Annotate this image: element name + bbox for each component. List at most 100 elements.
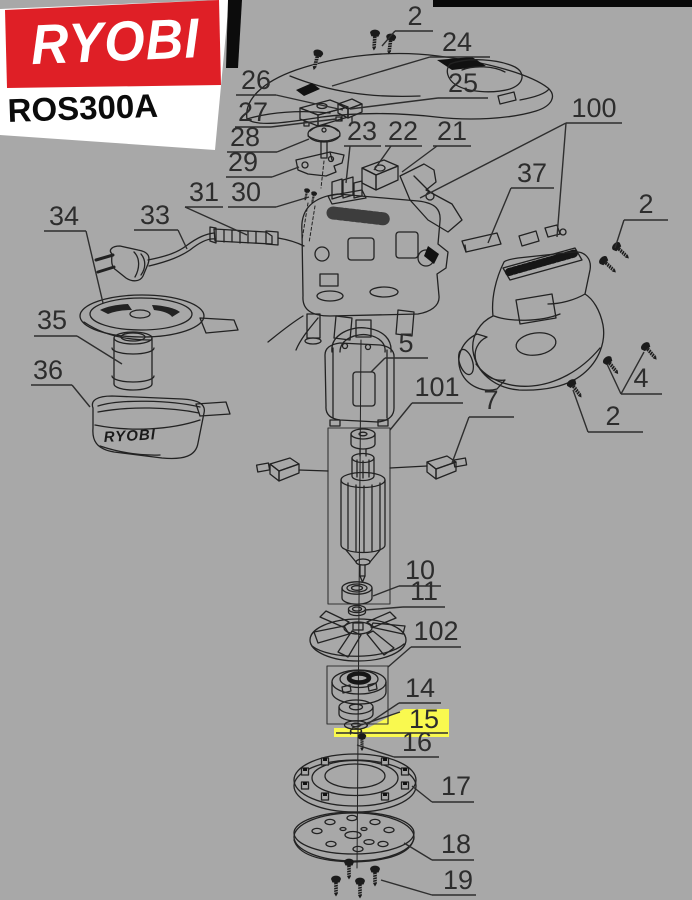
part-number-21[interactable]: 21 (437, 116, 467, 146)
part-number-36[interactable]: 36 (33, 355, 63, 385)
part-label-group-4[interactable]: 4 (606, 351, 662, 395)
part-label-group-29[interactable]: 29 (226, 147, 300, 178)
part-number-10[interactable]: 10 (405, 555, 435, 585)
part-filter (111, 331, 155, 391)
part-label-group-102[interactable]: 102 (387, 616, 461, 668)
part-number-35[interactable]: 35 (37, 305, 67, 335)
part-baffle-cover (79, 294, 239, 341)
part-cam-bearing (331, 669, 387, 722)
part-number-28[interactable]: 28 (230, 122, 260, 152)
top-black-bar (433, 0, 692, 7)
part-switch (361, 159, 399, 191)
part-label-group-2b[interactable]: 2 (614, 189, 668, 249)
label-leader-line (411, 785, 433, 803)
part-number-25[interactable]: 25 (448, 68, 478, 98)
part-number-2a[interactable]: 2 (407, 1, 422, 31)
label-leader-line (401, 145, 438, 173)
part-label-group-100[interactable]: 100 (419, 93, 622, 238)
highlight-part-15[interactable] (334, 709, 449, 737)
part-right-housing (457, 224, 605, 391)
part-number-11[interactable]: 11 (410, 576, 438, 606)
part-cord-boot (209, 226, 305, 247)
part-label-group-15[interactable]: 15 (336, 704, 448, 734)
part-number-15[interactable]: 15 (409, 704, 439, 734)
label-leader-line (620, 351, 645, 395)
label-leader-line (351, 711, 401, 729)
part-number-29[interactable]: 29 (228, 147, 258, 177)
part-label-group-2a[interactable]: 2 (381, 1, 433, 47)
ring-clips (300, 757, 410, 801)
part-trigger-bracket (399, 163, 463, 233)
part-number-2c[interactable]: 2 (605, 401, 620, 431)
part-number-17[interactable]: 17 (441, 771, 471, 801)
part-label-group-24[interactable]: 24 (331, 27, 490, 87)
part-number-22[interactable]: 22 (388, 116, 418, 146)
part-label-group-11[interactable]: 11 (364, 576, 445, 611)
part-label-group-26[interactable]: 26 (236, 65, 344, 111)
part-number-33[interactable]: 33 (140, 200, 170, 230)
label-leader-line (373, 145, 392, 171)
part-number-5[interactable]: 5 (398, 328, 413, 358)
part-number-34[interactable]: 34 (49, 201, 79, 231)
part-armature (340, 428, 386, 583)
part-label-group-25[interactable]: 25 (349, 68, 488, 110)
part-number-4[interactable]: 4 (633, 363, 648, 393)
part-number-14[interactable]: 14 (405, 673, 435, 703)
label-leader-line (451, 416, 470, 464)
part-speed-knob (307, 124, 341, 189)
part-bearing-10 (341, 581, 373, 605)
part-label-group-101[interactable]: 101 (389, 372, 463, 431)
part-number-26[interactable]: 26 (241, 65, 271, 95)
label-leader-line (271, 166, 300, 178)
part-label-group-33[interactable]: 33 (134, 200, 188, 250)
part-number-23[interactable]: 23 (347, 116, 377, 146)
part-label-group-7[interactable]: 7 (451, 385, 514, 464)
part-label-group-30[interactable]: 30 (228, 177, 310, 208)
label-leader-line (381, 30, 396, 47)
part-label-group-34[interactable]: 34 (44, 201, 104, 304)
model-number: ROS300A (7, 86, 159, 129)
label-leader-line (184, 206, 248, 236)
part-number-102[interactable]: 102 (413, 616, 458, 646)
part-label-group-14[interactable]: 14 (365, 673, 441, 726)
part-label-group-31[interactable]: 31 (184, 177, 248, 236)
part-label-group-10[interactable]: 10 (372, 555, 441, 597)
part-screw-16 (357, 732, 367, 752)
part-label-group-23[interactable]: 23 (344, 116, 381, 184)
part-number-16[interactable]: 16 (402, 727, 432, 757)
part-stator (324, 327, 395, 427)
part-label-group-5[interactable]: 5 (370, 328, 428, 373)
part-label-group-17[interactable]: 17 (411, 771, 474, 803)
part-label-group-22[interactable]: 22 (373, 116, 422, 171)
part-label-group-2c[interactable]: 2 (572, 389, 643, 433)
part-label-group-28[interactable]: 28 (227, 122, 310, 153)
part-number-27[interactable]: 27 (238, 97, 268, 127)
part-number-30[interactable]: 30 (231, 177, 261, 207)
part-label-group-37[interactable]: 37 (487, 158, 554, 244)
part-number-2b[interactable]: 2 (638, 189, 653, 219)
logo-shadow (226, 0, 242, 68)
part-brake-ring (293, 753, 417, 813)
label-leader-line (356, 744, 395, 758)
part-number-101[interactable]: 101 (414, 372, 459, 402)
part-number-24[interactable]: 24 (442, 27, 472, 57)
part-number-18[interactable]: 18 (441, 829, 471, 859)
logo-red-background (5, 0, 221, 88)
part-number-100[interactable]: 100 (571, 93, 616, 123)
part-label-group-18[interactable]: 18 (403, 829, 474, 861)
part-number-31[interactable]: 31 (189, 177, 219, 207)
part-number-7[interactable]: 7 (483, 385, 498, 415)
part-number-19[interactable]: 19 (443, 865, 473, 895)
part-fan (309, 610, 407, 662)
label-leader-line (275, 94, 344, 111)
part-label-group-36[interactable]: 36 (31, 355, 91, 408)
part-label-group-21[interactable]: 21 (401, 116, 471, 173)
part-label-group-35[interactable]: 35 (34, 305, 123, 365)
part-label-group-16[interactable]: 16 (356, 727, 439, 758)
part-label-group-27[interactable]: 27 (235, 97, 337, 128)
part-number-37[interactable]: 37 (517, 158, 547, 188)
part-label-group-19[interactable]: 19 (380, 865, 476, 896)
